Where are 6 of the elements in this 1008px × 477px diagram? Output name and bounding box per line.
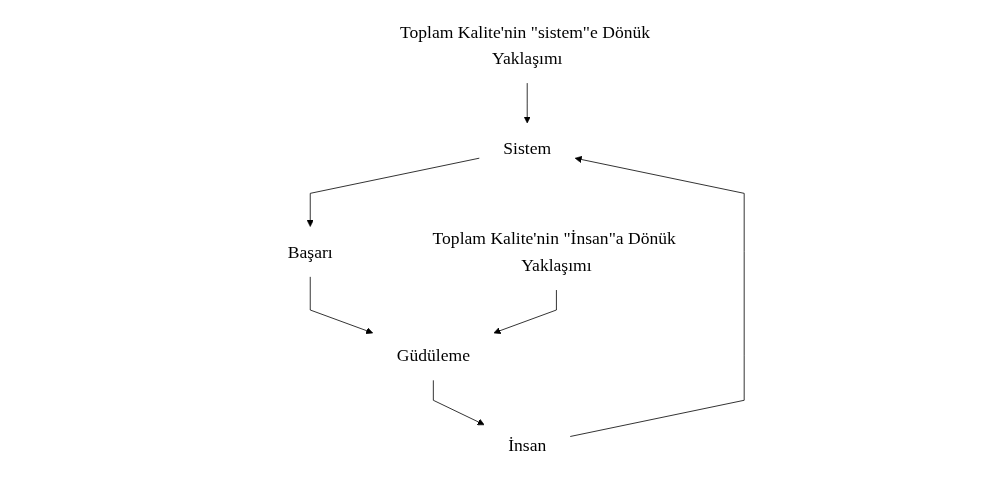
node-text: Güdüleme <box>396 345 470 366</box>
node-text: İnsan <box>508 435 547 456</box>
node-text: Toplam Kalite'nin "İnsan"a Dönük Yaklaşımı <box>432 228 676 275</box>
node-text: Toplam Kalite'nin "sistem"e Dönük Yaklaşımı <box>399 21 651 68</box>
node-text: Başarı <box>287 241 333 262</box>
node-text: Sistem <box>503 138 552 159</box>
